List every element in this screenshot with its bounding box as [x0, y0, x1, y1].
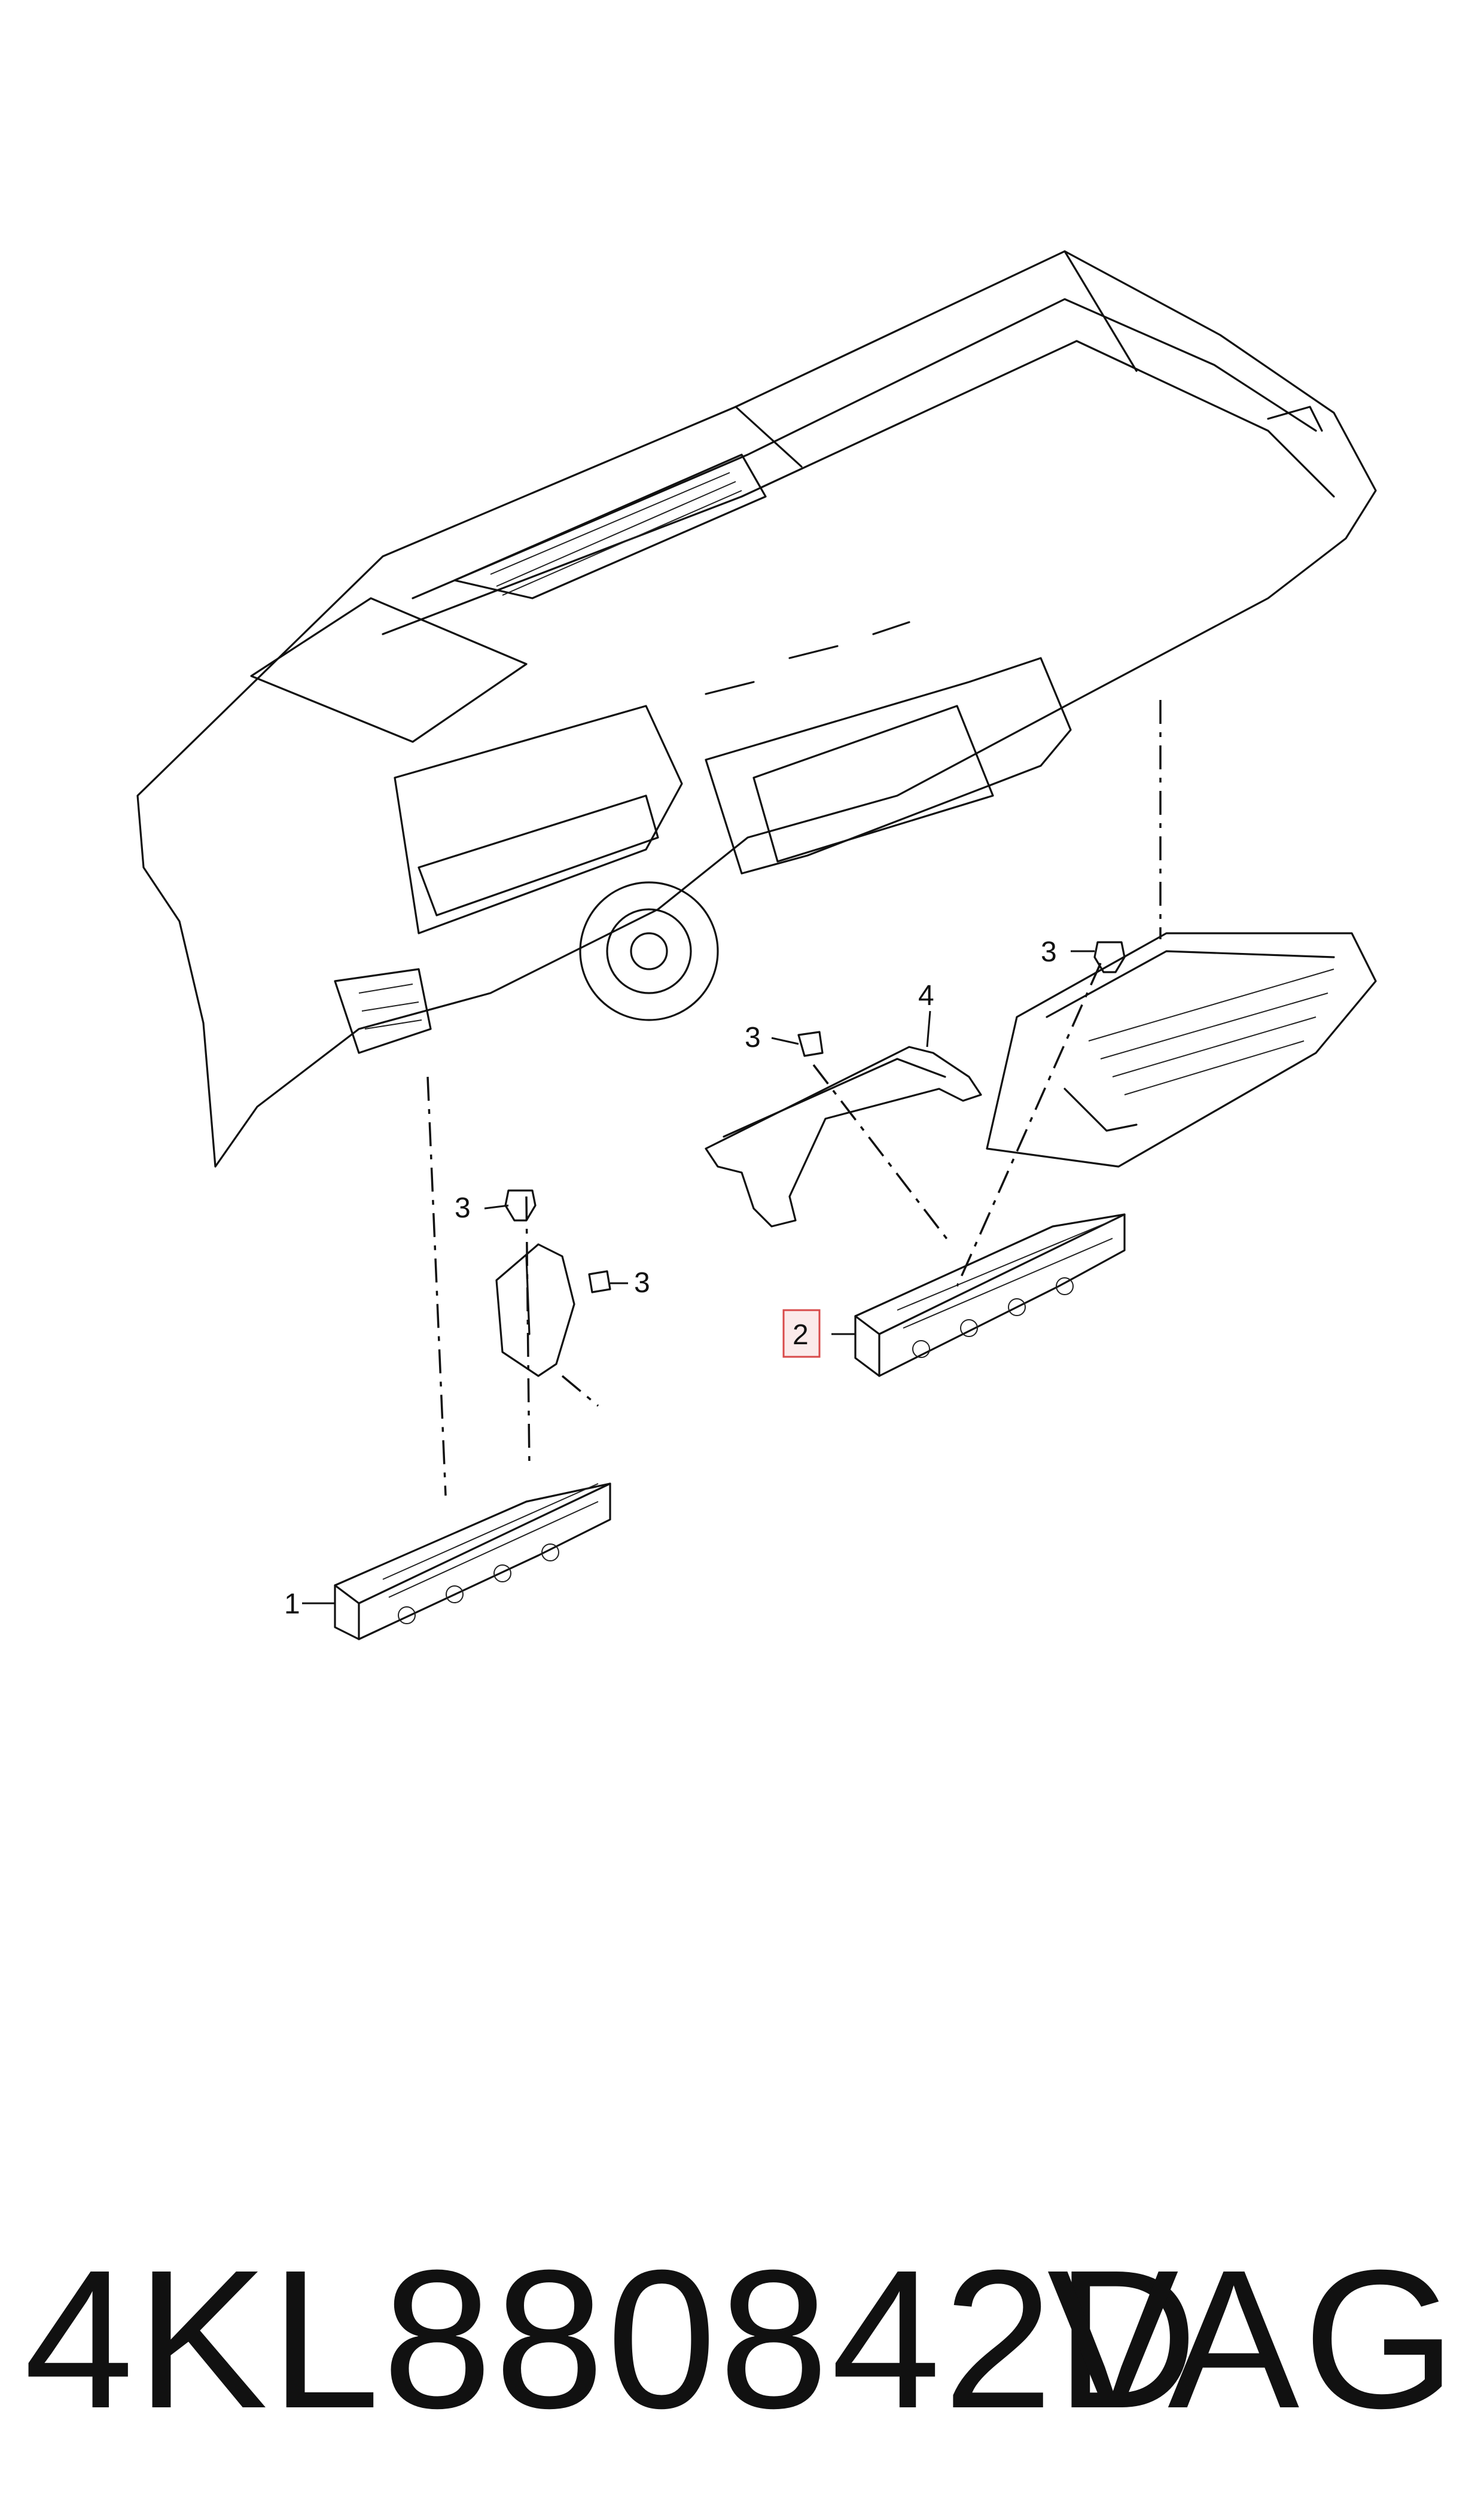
callout-4: 4 — [918, 980, 934, 1012]
callout-3-bracket: 3 — [745, 1022, 761, 1054]
dashboard-illustration — [136, 250, 1377, 1168]
airbag-module-2 — [854, 1213, 1126, 1377]
callout-2-highlight — [782, 1309, 821, 1358]
parts-diagram: 1 2 3 3 3 3 4 — [136, 250, 1377, 1640]
glovebox-assembly — [986, 932, 1377, 1168]
callout-3-left-upper: 3 — [455, 1192, 471, 1224]
callout-2: 2 — [793, 1319, 809, 1351]
alignment-lines — [426, 700, 1162, 1496]
callout-3-glovebox: 3 — [1041, 936, 1057, 968]
callout-1: 1 — [284, 1588, 300, 1620]
airbag-module-1 — [334, 1482, 611, 1640]
part-number: 4KL880842D — [24, 2228, 1200, 2449]
mounting-bracket-left — [495, 1243, 575, 1377]
footer: 4KL880842D VAG — [0, 2213, 1484, 2465]
callout-3-left-lower: 3 — [634, 1267, 650, 1299]
bracket-4 — [705, 1046, 982, 1228]
callout-leaders — [302, 950, 1095, 1604]
brand-label: VAG — [1047, 2228, 1460, 2449]
